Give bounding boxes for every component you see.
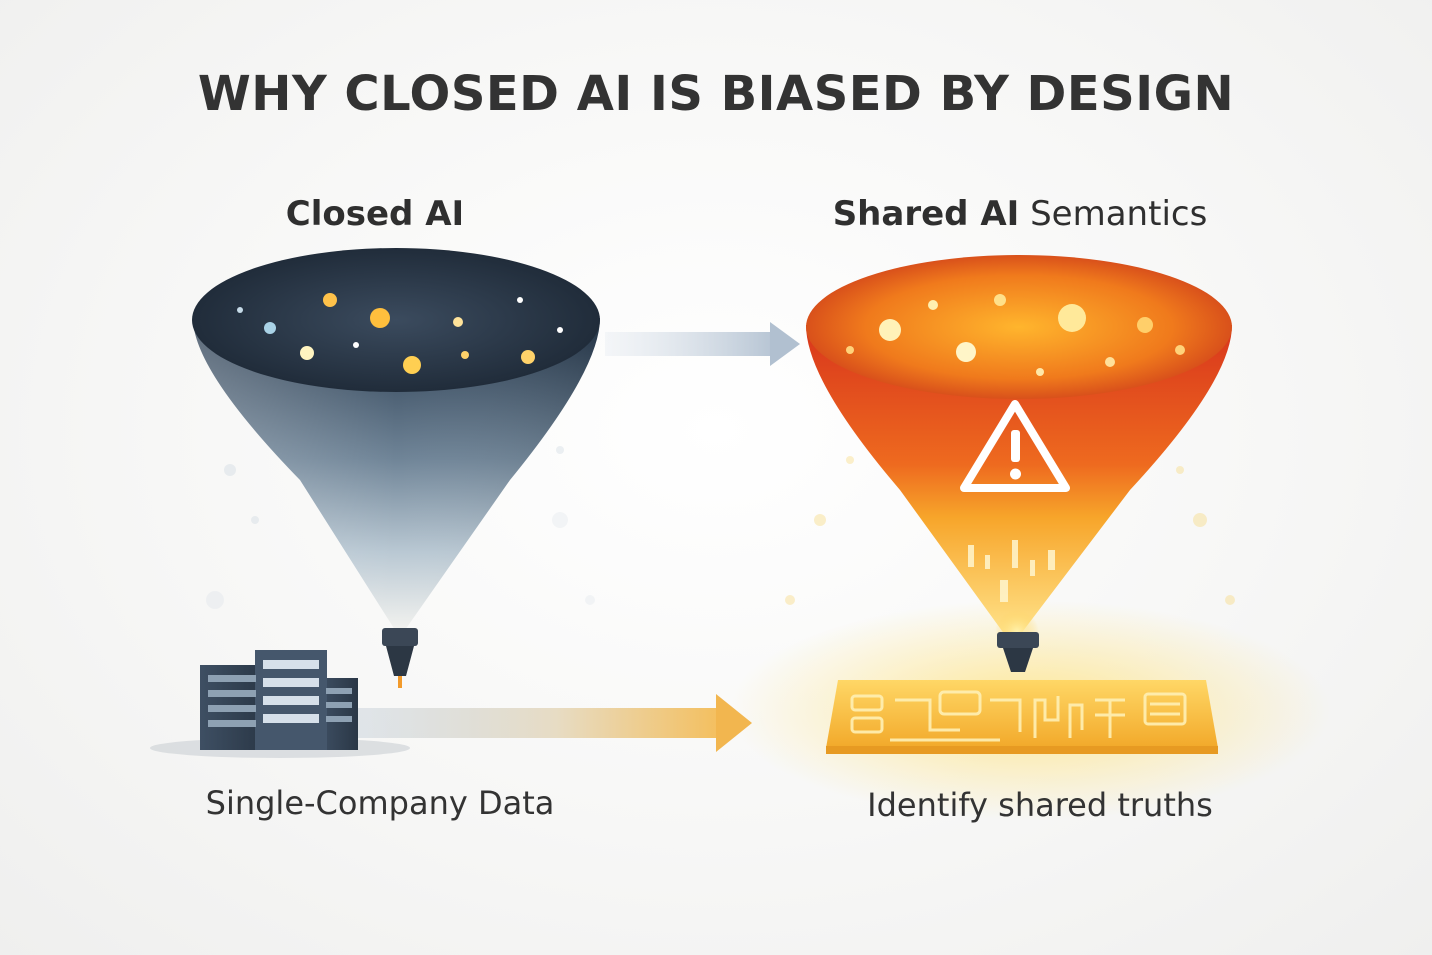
background-speckles: [206, 446, 1235, 609]
left-funnel-particles: [237, 293, 563, 374]
right-heading: Shared AI Semantics: [760, 194, 1280, 234]
left-caption: Single-Company Data: [205, 784, 555, 822]
right-caption: Identify shared truths: [867, 786, 1213, 824]
right-funnel-circuit-marks: [968, 540, 1055, 602]
left-nozzle: [382, 628, 418, 688]
left-funnel: [192, 248, 600, 630]
top-arrow: [605, 322, 800, 366]
right-funnel-particles: [846, 294, 1185, 376]
page-title: WHY CLOSED AI IS BIASED BY DESIGN: [197, 66, 1235, 122]
server-stack-icon: [150, 650, 410, 758]
right-heading-bold: Shared AI: [832, 194, 1020, 234]
right-nozzle: [995, 610, 1039, 672]
circuit-board-icon: [826, 680, 1218, 754]
right-funnel: [806, 255, 1232, 635]
bottom-arrow: [355, 694, 752, 752]
warning-triangle-icon: [960, 400, 1070, 492]
left-heading: Closed AI: [285, 194, 465, 234]
right-heading-rest: Semantics: [1019, 194, 1208, 234]
